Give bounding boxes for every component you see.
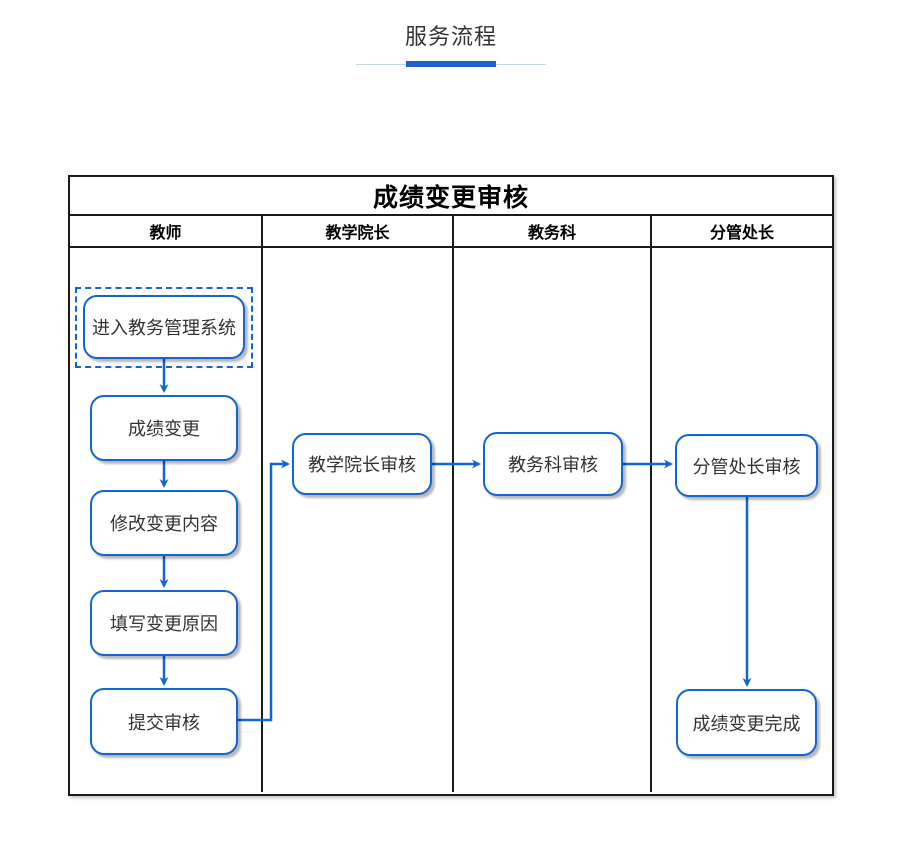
- start-node-dashed-frame: [75, 287, 253, 368]
- lane-divider-3: [650, 248, 652, 792]
- node-complete: 成绩变更完成: [676, 689, 817, 756]
- node-office-review: 教务科审核: [483, 432, 623, 496]
- node-fill-reason: 填写变更原因: [90, 590, 238, 656]
- lane-divider-1: [261, 248, 263, 792]
- lane-divider-2: [452, 248, 454, 792]
- page-header: 服务流程: [0, 0, 902, 68]
- flowchart-title: 成绩变更审核: [70, 177, 832, 216]
- lane-header-row: 教师 教学院长 教务科 分管处长: [70, 216, 832, 248]
- node-dean-review: 教学院长审核: [292, 433, 432, 495]
- title-underline-accent-bar: [406, 61, 496, 67]
- flowchart-body: 进入教务管理系统 成绩变更 修改变更内容 填写变更原因 提交审核 教学院长审核 …: [70, 248, 832, 792]
- title-underline: [356, 61, 546, 68]
- node-enter-system: 进入教务管理系统: [83, 295, 245, 359]
- lane-header-academic-office: 教务科: [454, 216, 652, 246]
- flow-connectors: [159, 359, 752, 722]
- lane-header-director: 分管处长: [709, 225, 774, 242]
- arrow-submit-to-deanreview: [238, 459, 290, 722]
- lane-header-dean: 教学院长: [263, 216, 454, 246]
- node-modify-content: 修改变更内容: [90, 490, 238, 556]
- node-grade-change: 成绩变更: [90, 395, 238, 461]
- lane-header-teacher: 教师: [70, 216, 263, 246]
- flowchart-grade-change-review: 成绩变更审核 教师 教学院长 教务科 分管处长: [68, 175, 834, 796]
- page-title: 服务流程: [404, 24, 497, 49]
- node-director-review: 分管处长审核: [675, 434, 818, 497]
- node-submit-review: 提交审核: [90, 688, 238, 755]
